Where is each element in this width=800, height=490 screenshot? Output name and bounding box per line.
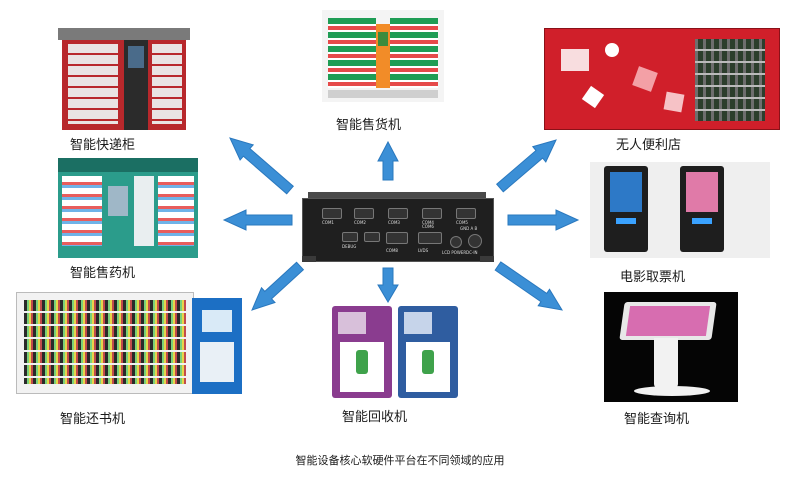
query-kiosk: 智能查询机 [604,292,738,428]
book-return-machine-label: 智能还书机 [60,412,126,427]
port-label-com3: COM3 [388,220,400,225]
arrow-to-pharmacy-machine [222,209,293,231]
unmanned-store-label: 无人便利店 [616,138,682,153]
pharmacy-machine-image [58,158,198,258]
arrow-to-query-kiosk [494,261,563,311]
arrow-to-unmanned-store [495,139,557,193]
express-locker-image [58,28,190,134]
unmanned-store-image [544,28,780,130]
ticket-machine-image [590,162,770,258]
diagram-caption: 智能设备核心软硬件平台在不同领域的应用 [295,454,505,467]
port-label-lvds: LVDS [418,248,429,253]
port-label-com5: COM5 [456,220,468,225]
port-label-com4: COM4 [422,220,434,225]
recycling-machine: 智能回收机 [330,306,462,428]
vending-machine-label: 智能售货机 [336,118,402,133]
arrow-to-recycling-machine [377,267,399,303]
pharmacy-machine: 智能售药机 [58,158,198,282]
recycling-machine-image [330,306,462,402]
pharmacy-machine-label: 智能售药机 [70,266,136,281]
port-label-com8: COM8 [386,248,398,253]
port-label-debug: DEBUG [342,244,357,249]
arrow-to-express-locker [229,137,295,195]
core-controller-box: COM1 COM2 COM3 COM4 COM5 COM6 DEBUG COM8… [302,192,494,264]
query-kiosk-image [604,292,738,402]
arrow-to-vending-machine [377,140,399,181]
book-return-machine: 智能还书机 [16,292,246,428]
port-label-com6: COM6 [422,224,434,229]
ticket-machine-label: 电影取票机 [620,270,686,285]
unmanned-store: 无人便利店 [544,28,780,154]
vending-machine: 智能售货机 [322,10,444,136]
recycling-machine-label: 智能回收机 [342,410,408,425]
port-label-com2: COM2 [354,220,366,225]
query-kiosk-label: 智能查询机 [624,412,690,427]
port-label-dc-in: DC-IN [466,250,478,255]
arrow-to-book-return-machine [251,261,305,311]
arrow-to-ticket-machine [507,209,580,231]
port-label-lcd-power: LCD POWER [442,250,467,255]
port-label-gnd: GND A B [460,226,478,231]
express-locker: 智能快递柜 [58,28,190,153]
express-locker-label: 智能快递柜 [70,138,136,153]
book-return-machine-image [16,292,246,402]
port-label-com1: COM1 [322,220,334,225]
ticket-machine: 电影取票机 [590,162,770,285]
vending-machine-image [322,10,444,102]
